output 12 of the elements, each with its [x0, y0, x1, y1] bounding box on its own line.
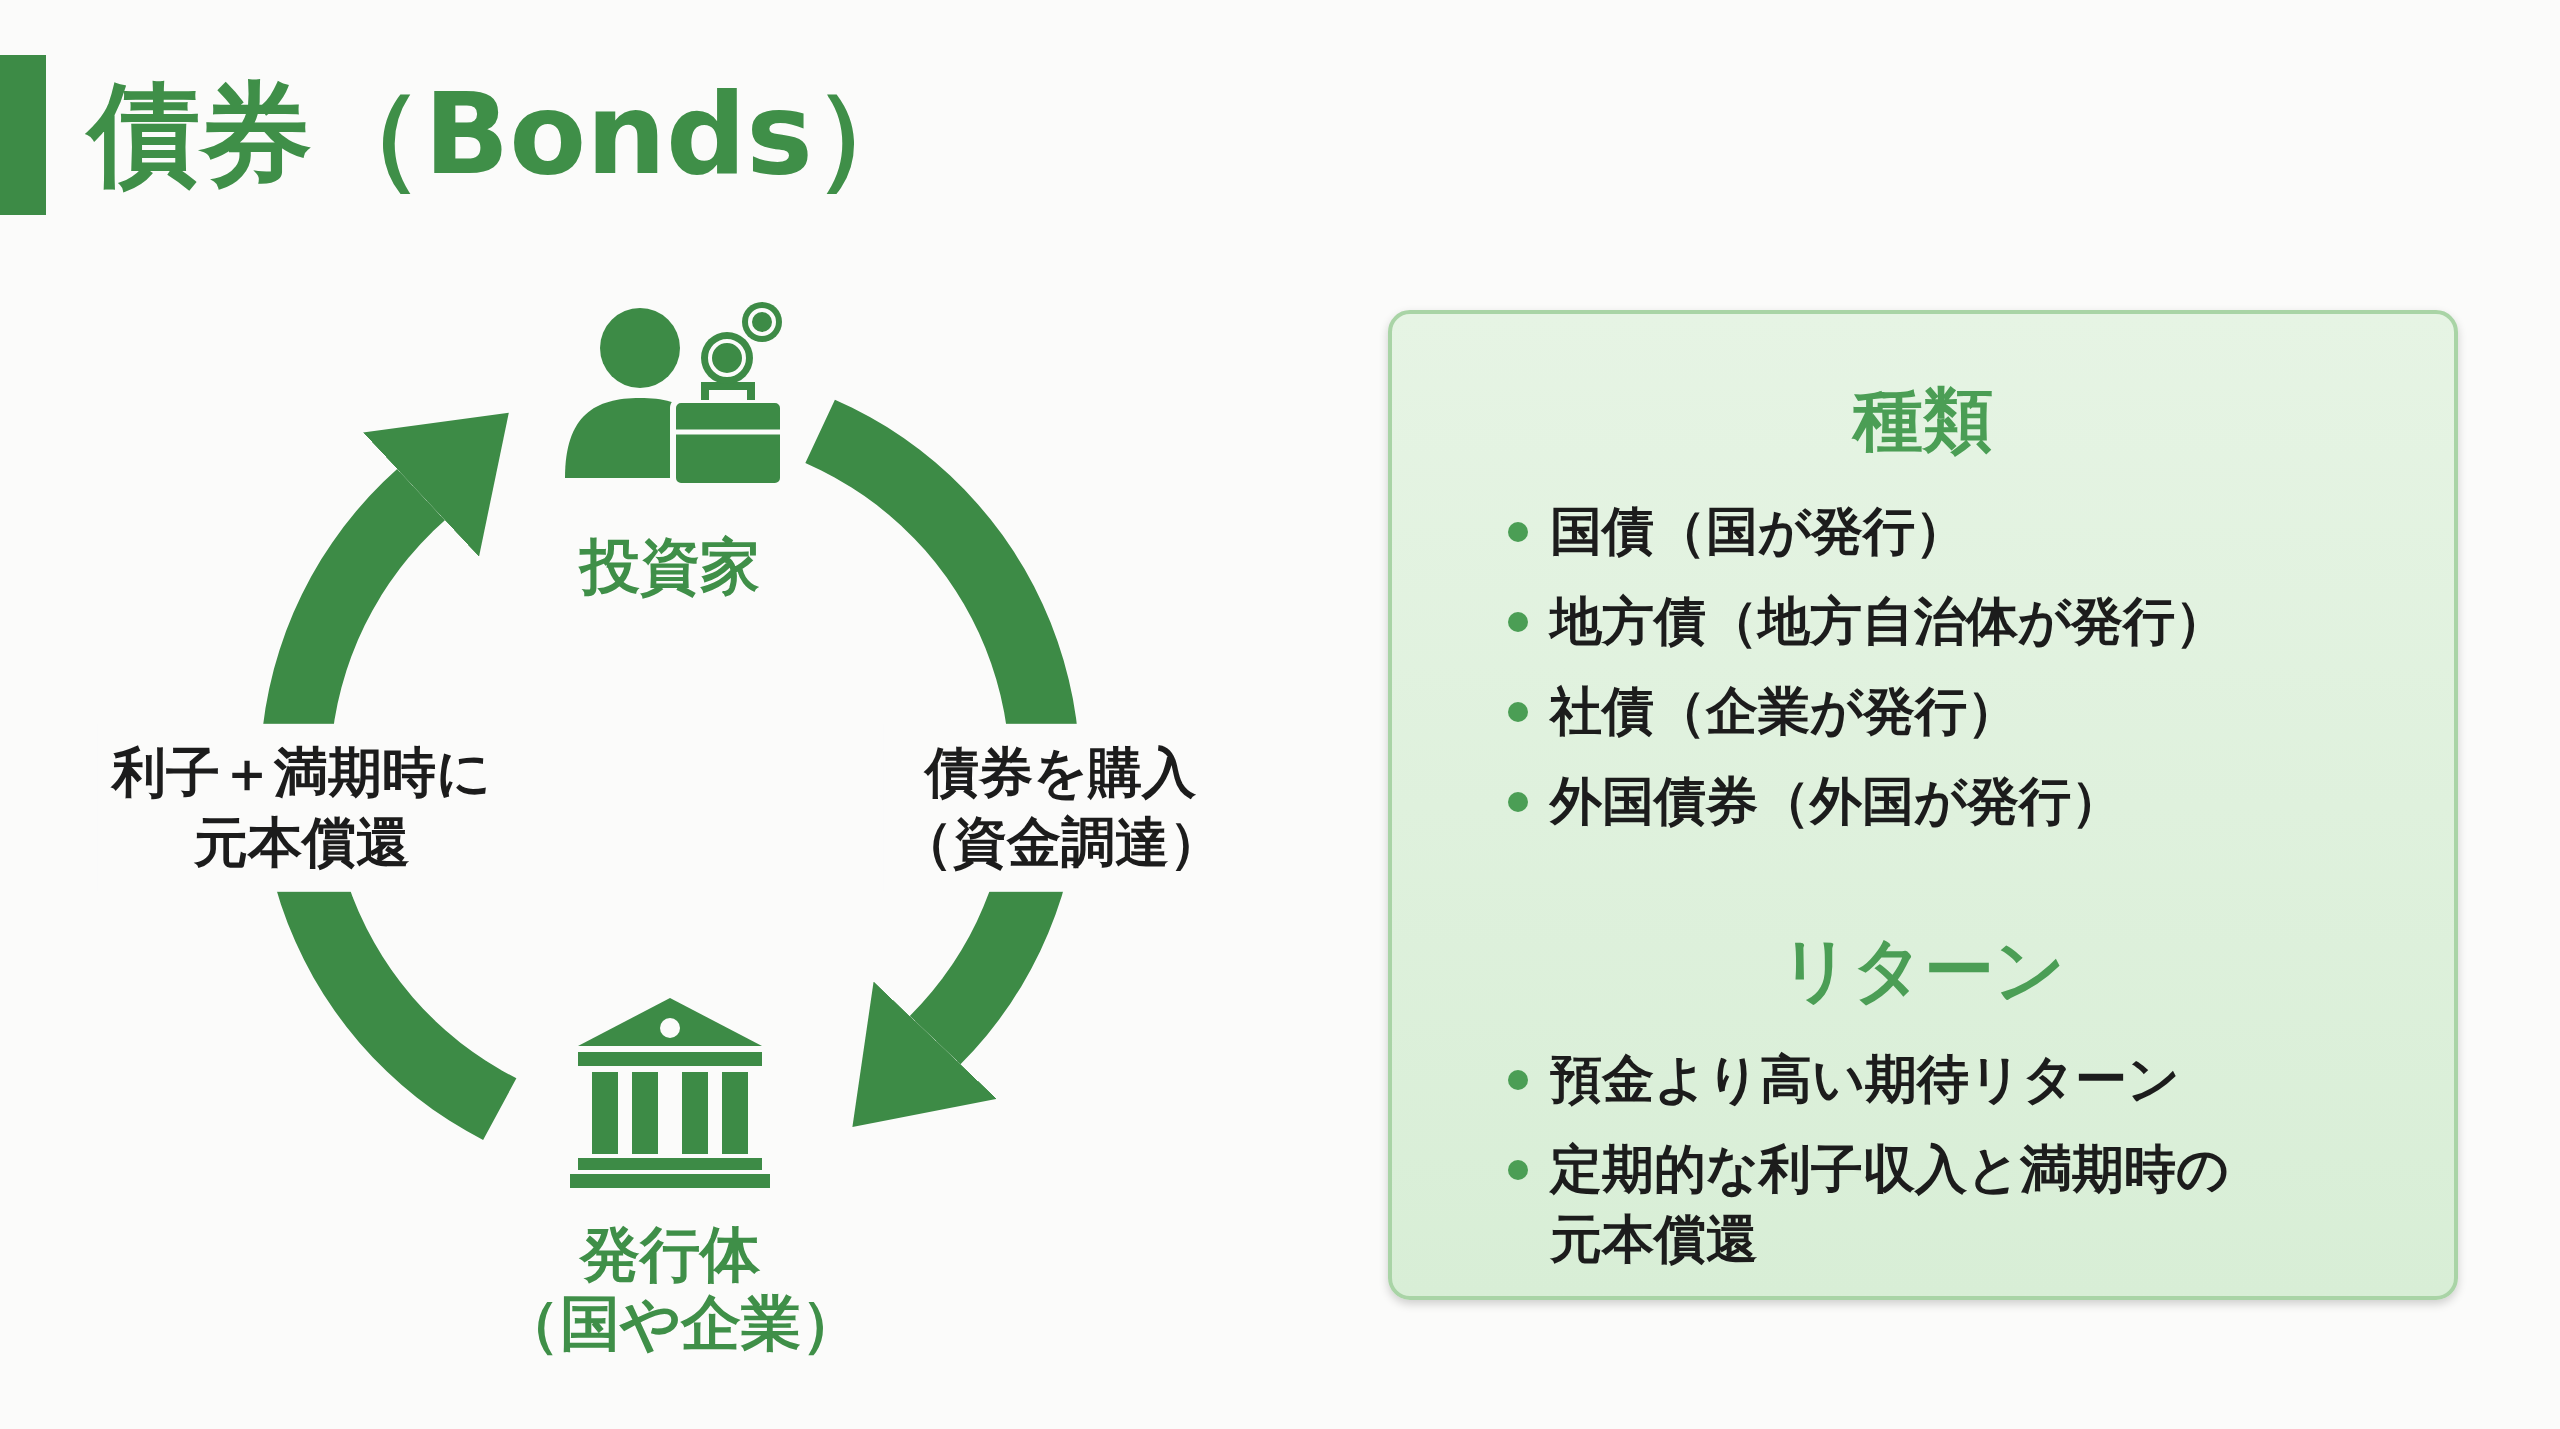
bullet-item: 社債（企業が発行）: [1504, 676, 2247, 747]
bullet-item: 預金より高い期待リターン: [1504, 1044, 2247, 1115]
section-heading: 種類: [1853, 378, 1993, 463]
bullet-item: 外国債券（外国が発行）: [1504, 766, 2247, 837]
bullet-item: 国債（国が発行）: [1504, 496, 2247, 567]
node-label: 発行体: [578, 1220, 761, 1289]
info-panel: [1388, 310, 2458, 1300]
bullet-item: 定期的な利子収入と満期時の元本償還: [1504, 1134, 2247, 1275]
node-label: 投資家: [577, 532, 761, 601]
bullet-item: 地方債（地方自治体が発行）: [1504, 586, 2247, 657]
node-label: （国や企業）: [500, 1289, 840, 1358]
section-heading: リターン: [1780, 928, 2066, 1013]
